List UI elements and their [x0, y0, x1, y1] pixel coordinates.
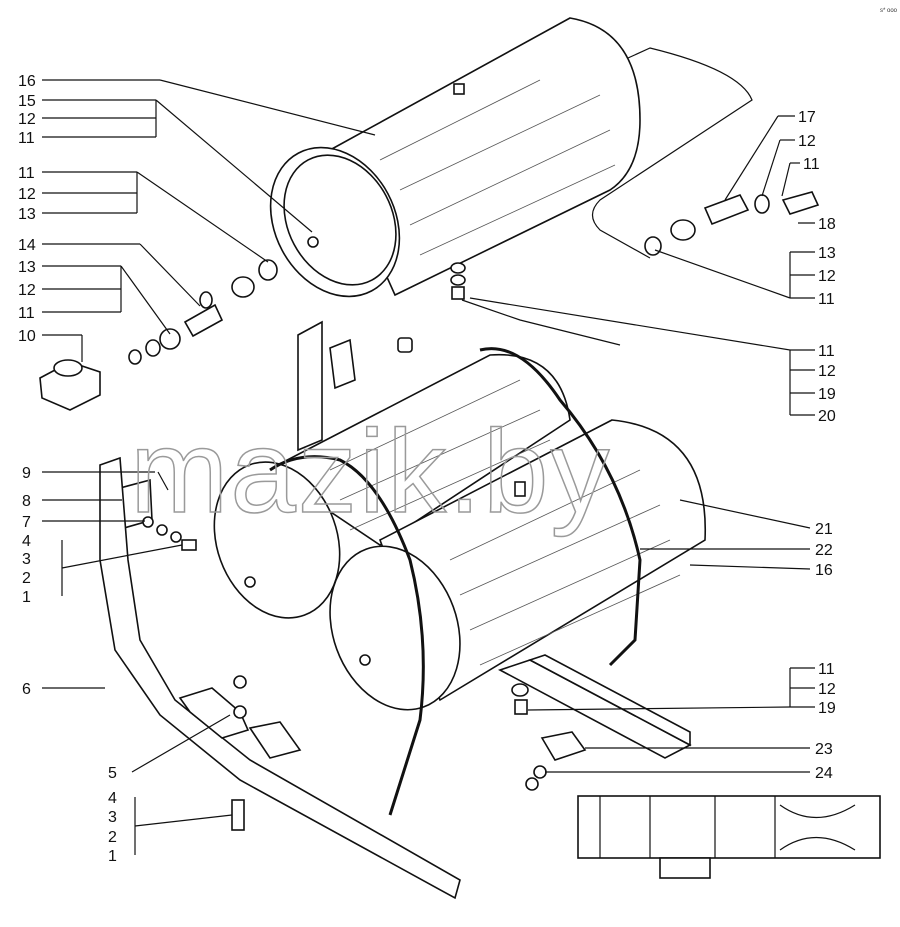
callout-12-b: 12: [18, 186, 36, 203]
callout-14: 14: [18, 237, 36, 254]
air-tank-rear: [213, 353, 571, 619]
callout-11-rb: 11: [818, 291, 835, 308]
frame-rail: [99, 456, 461, 900]
drain-fitting-top: [307, 236, 319, 248]
callout-8: 8: [22, 493, 31, 510]
callout-24: 24: [815, 765, 833, 782]
callout-18: 18: [818, 216, 836, 233]
valve-10: [39, 359, 101, 411]
callout-11-rc: 11: [818, 343, 835, 360]
center-fittings: [397, 262, 621, 353]
air-tank-top: [269, 17, 641, 298]
left-fittings: [128, 259, 278, 365]
callout-11-a: 11: [18, 130, 35, 147]
callout-9: 9: [22, 465, 31, 482]
left-clamp: [119, 471, 197, 551]
callout-5: 5: [108, 765, 117, 782]
air-line-top: [591, 47, 753, 259]
callout-3-b: 3: [108, 809, 117, 826]
callout-17: 17: [798, 109, 816, 126]
callout-12-c: 12: [18, 282, 36, 299]
callout-1-b: 1: [108, 848, 117, 865]
callout-16-mid: 16: [815, 562, 833, 579]
callout-12-a: 12: [18, 111, 36, 128]
watermark: mazik.by: [130, 406, 612, 538]
air-tank-front: [329, 419, 706, 711]
bolt-lower: [231, 799, 245, 831]
callout-20: 20: [818, 408, 836, 425]
callout-labels: 16 15 12 11 11 12 13 14 13 12 11 10 17 1…: [18, 73, 836, 865]
strap-right: [479, 347, 642, 667]
callout-11-b: 11: [18, 165, 35, 182]
callout-2-b: 2: [108, 829, 117, 846]
callout-12-rc: 12: [818, 363, 836, 380]
callout-12-rt: 12: [798, 133, 816, 150]
step-bracket: [178, 675, 302, 759]
leader-lines: [42, 79, 815, 855]
callout-3-a: 3: [22, 551, 31, 568]
upright-bracket: [297, 320, 356, 452]
callout-2-a: 2: [22, 570, 31, 587]
top-boss: [453, 83, 465, 95]
corner-mark: s* ooo: [880, 8, 898, 14]
callout-1-a: 1: [22, 589, 31, 606]
callout-13-c: 13: [18, 259, 36, 276]
callout-12-rd: 12: [818, 681, 836, 698]
callout-11-rt: 11: [803, 156, 820, 173]
right-fittings: [644, 191, 820, 256]
callout-16-top: 16: [18, 73, 36, 90]
callout-23: 23: [815, 741, 833, 758]
callout-6: 6: [22, 681, 31, 698]
callout-19-rc: 19: [818, 386, 836, 403]
callout-4-b: 4: [108, 790, 117, 807]
callout-11-rd: 11: [818, 661, 835, 678]
callout-13-rb: 13: [818, 245, 836, 262]
callout-13-b: 13: [18, 206, 36, 223]
callout-15: 15: [18, 93, 36, 110]
callout-12-rb: 12: [818, 268, 836, 285]
callout-22: 22: [815, 542, 833, 559]
callout-21: 21: [815, 521, 833, 538]
frame-detail: [577, 795, 881, 879]
callout-11-c: 11: [18, 305, 35, 322]
cross-member: [497, 654, 692, 791]
callout-10: 10: [18, 328, 36, 345]
callout-7: 7: [22, 514, 31, 531]
strap-left: [269, 455, 425, 816]
callout-4-a: 4: [22, 533, 31, 550]
callout-19-rd: 19: [818, 700, 836, 717]
